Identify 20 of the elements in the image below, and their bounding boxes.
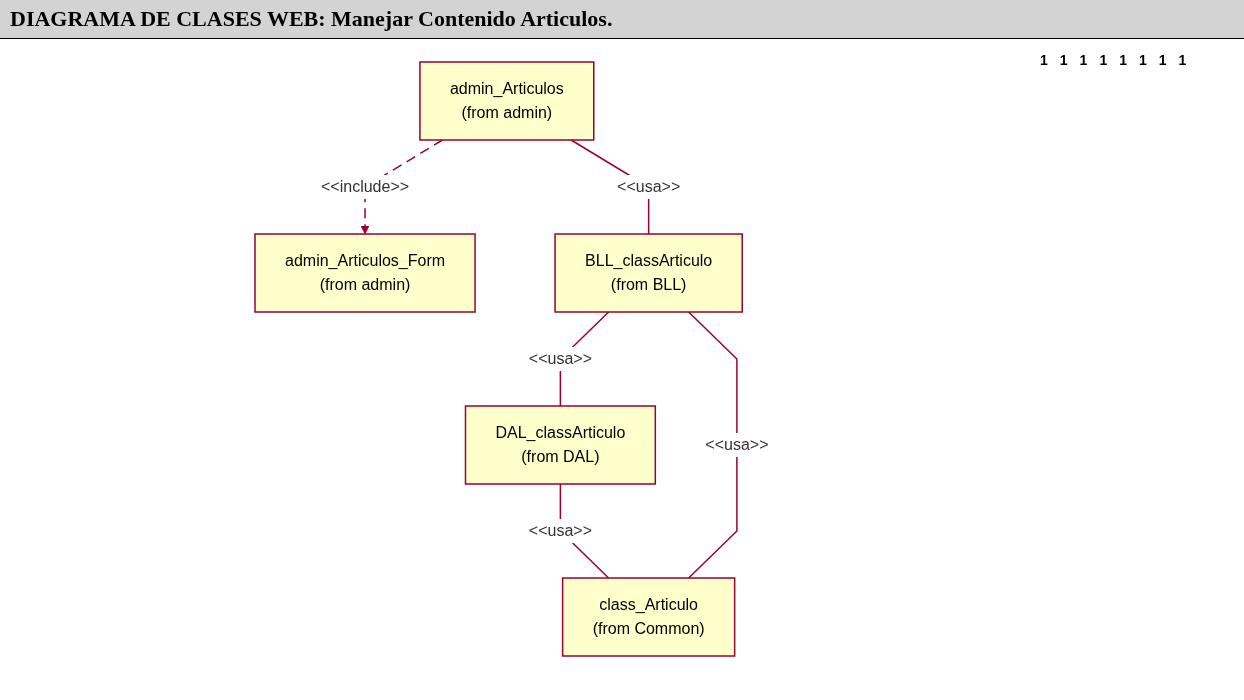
edge-label: <<usa>> [529,350,593,367]
multiplicity-label: 1 [1178,52,1187,68]
node-box: class_Articulo (from Common) [562,577,736,657]
diagram-title: DIAGRAMA DE CLASES WEB: Manejar Contenido Articulos. [0,0,1244,39]
multiplicity-label: 1 [1099,52,1108,68]
edge-label: <<include>> [321,178,410,195]
node-box: admin_Articulos (from admin) [419,61,595,141]
node-box: DAL_classArticulo (from DAL) [465,405,657,485]
multiplicity-label: 1 [1119,52,1127,68]
edge-label: <<usa>> [617,178,681,195]
edge-label: <<usa>> [705,436,769,453]
connector [688,311,738,579]
node-box: BLL_classArticulo (from BLL) [554,233,744,313]
node-box: admin_Articulos_Form (from admin) [254,233,477,313]
multiplicity-label: 1 [1139,52,1147,68]
edge-label: <<usa>> [529,522,593,539]
multiplicity-label: 1 [1079,52,1088,68]
multiplicity-label: 1 [1059,52,1068,68]
multiplicity-label: 1 [1040,52,1048,68]
multiplicity-label: 1 [1158,52,1167,68]
